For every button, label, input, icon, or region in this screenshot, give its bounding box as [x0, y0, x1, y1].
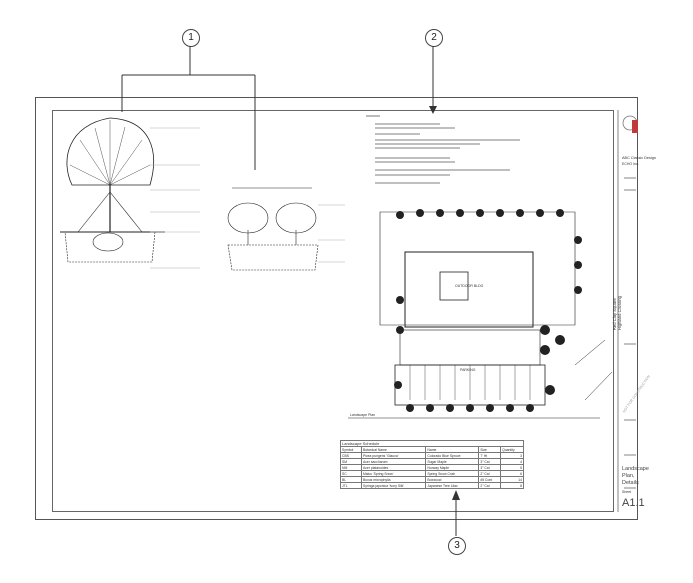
- callout-1: 1: [182, 29, 200, 47]
- sheet-number: A1.1: [622, 497, 645, 509]
- callout-3: 3: [448, 537, 466, 555]
- drawing-border: [52, 110, 614, 512]
- project-name: Red Clay Square Highland Crossing: [612, 296, 622, 330]
- arrow-head-2: [429, 106, 437, 114]
- company-logo: [622, 115, 638, 133]
- parking-label: PARKING: [460, 368, 476, 372]
- cell: Syringa japonica 'Ivory Silk': [360, 482, 427, 489]
- cell: 8: [500, 482, 524, 489]
- building-label: OUTDOOR BLDG: [455, 284, 484, 288]
- detail-annotations: [150, 127, 345, 269]
- general-notes: [366, 115, 520, 184]
- landscape-schedule-table: Landscape Schedule Symbol Botanical Name…: [340, 440, 524, 489]
- sheet-label: Sheet: [622, 490, 632, 494]
- callout-2: 2: [425, 29, 443, 47]
- company-sub: ECHO Inc.: [622, 162, 639, 166]
- leader-lines: [121, 46, 457, 536]
- arrow-head-3: [452, 490, 460, 500]
- title-block-lines: [617, 110, 636, 512]
- cell: JTL: [340, 482, 362, 489]
- tree-planting-detail-large: [60, 117, 165, 263]
- plan-trees: [394, 209, 582, 412]
- project-line-2: Highland Crossing: [617, 295, 623, 331]
- landscape-site-plan: [348, 211, 613, 419]
- cell: 2" Cal: [478, 482, 502, 489]
- drawing-sheet: [35, 97, 638, 520]
- sheet-title: Landscape Plan, Details: [622, 466, 649, 486]
- company-name: ABC Classic Design: [622, 156, 656, 160]
- plan-title: Landscape Plan: [350, 413, 376, 417]
- tree-planting-detail-small: [227, 187, 319, 271]
- cell: Japanese Tree Lilac: [425, 482, 480, 489]
